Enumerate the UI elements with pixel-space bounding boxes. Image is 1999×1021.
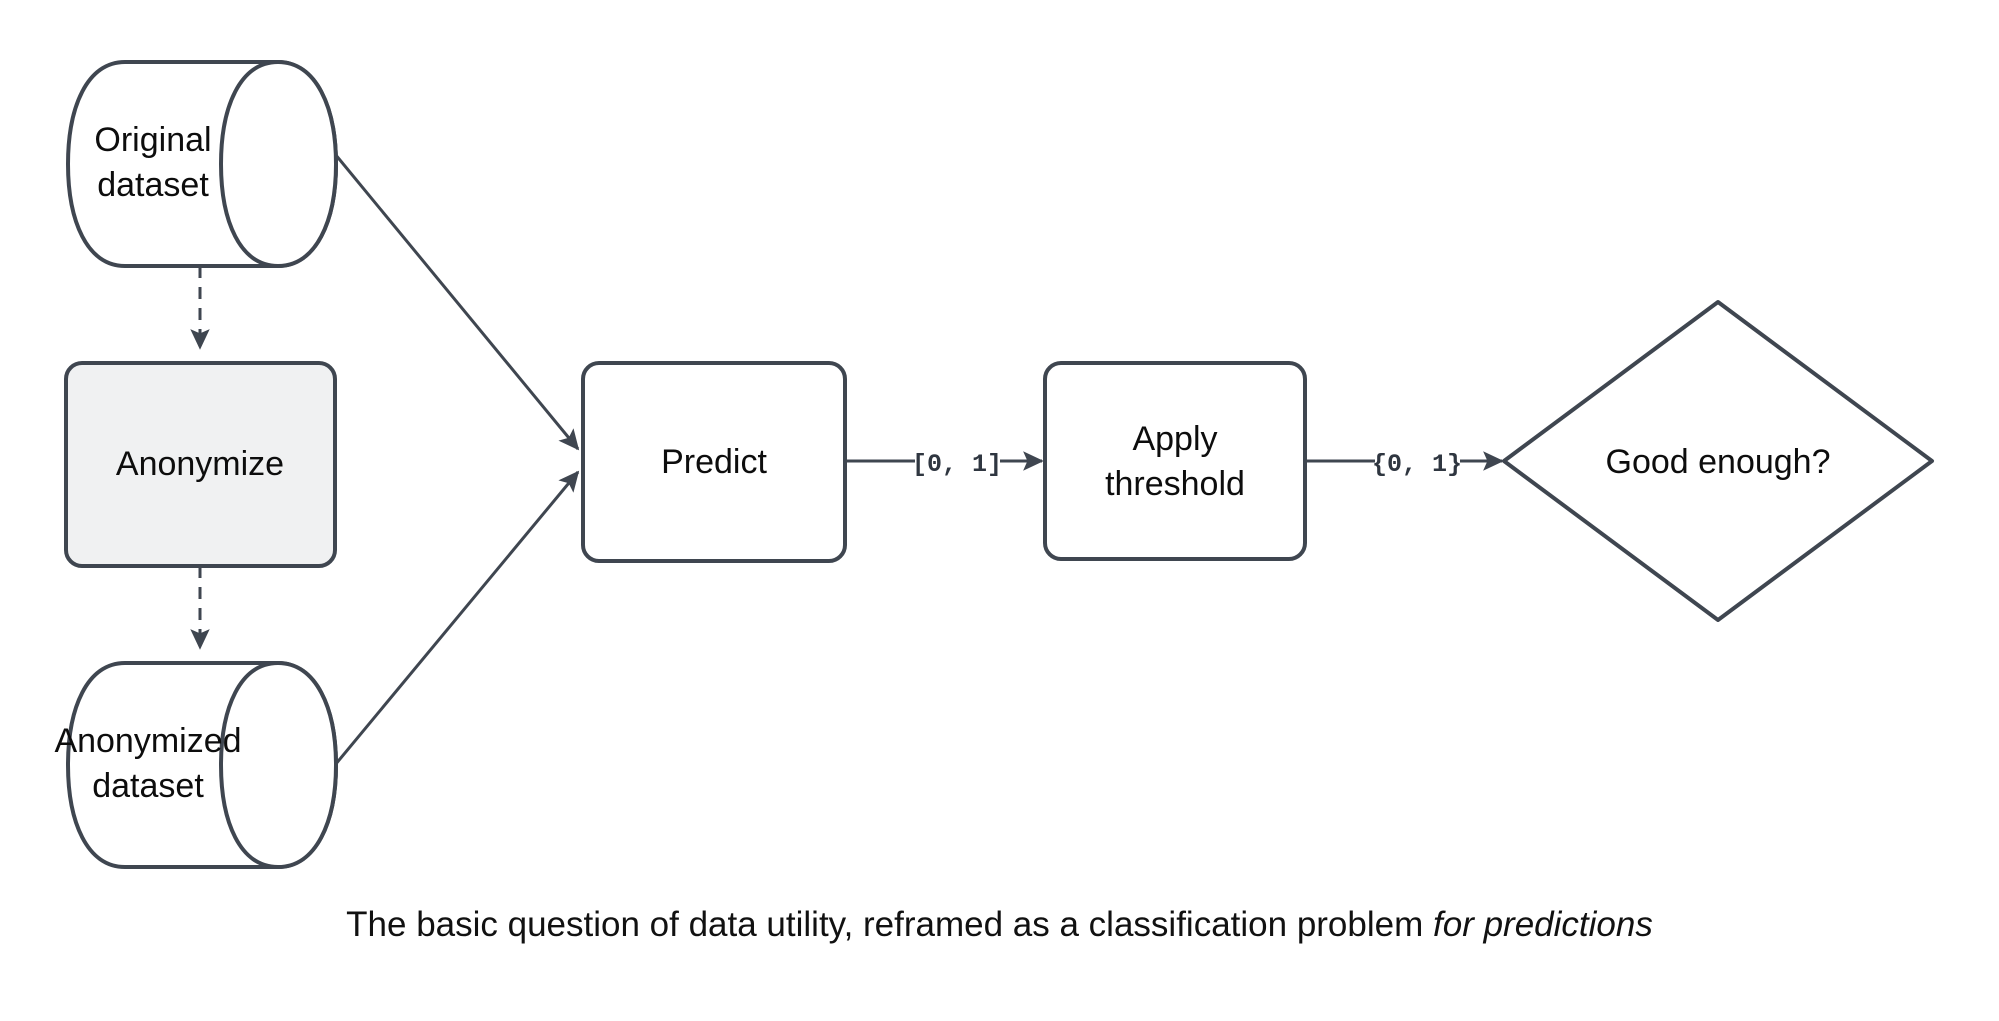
node-apply-threshold[interactable]: Apply threshold [1043,361,1307,561]
edge-label-threshold-to-good-enough: {0, 1} [1372,450,1462,479]
node-good-enough[interactable]: Good enough? [1502,300,1934,622]
node-predict[interactable]: Predict [581,361,847,563]
edge-label-predict-to-threshold: [0, 1] [912,450,1002,479]
node-label-apply-threshold-line2: threshold [1105,465,1245,503]
node-original-dataset[interactable]: Original dataset [65,59,339,269]
caption-italic-text: for predictions [1433,905,1653,944]
node-label-original-dataset-line2: dataset [97,166,209,204]
edge-predict-to-threshold: [0, 1] [845,450,1044,479]
caption-plain-text: The basic question of data utility, refr… [346,905,1433,944]
node-label-anonymized-dataset-line2: dataset [92,767,204,805]
node-label-original-dataset-line1: Original [94,121,211,159]
apply-threshold-box [1043,361,1307,561]
node-anonymize[interactable]: Anonymize [64,361,337,568]
anonymize-box [64,361,337,568]
good-enough-diamond [1502,300,1934,622]
node-label-apply-threshold-line1: Apply [1132,420,1217,458]
cylinder-cap [218,660,339,870]
node-label-anonymized-dataset-line1: Anonymized [54,722,241,760]
node-label-anonymize: Anonymize [116,445,284,483]
edge-anonymized-to-predict [333,470,580,766]
diagram-caption: The basic question of data utility, refr… [0,905,1999,945]
edge-threshold-to-good-enough: {0, 1} [1305,450,1504,479]
predict-box [581,361,847,563]
node-anonymized-dataset[interactable]: Anonymized dataset [54,660,339,870]
cylinder-cap [218,59,339,269]
node-label-good-enough: Good enough? [1606,443,1831,481]
node-label-predict: Predict [661,443,767,481]
edge-original-to-predict [333,153,580,451]
